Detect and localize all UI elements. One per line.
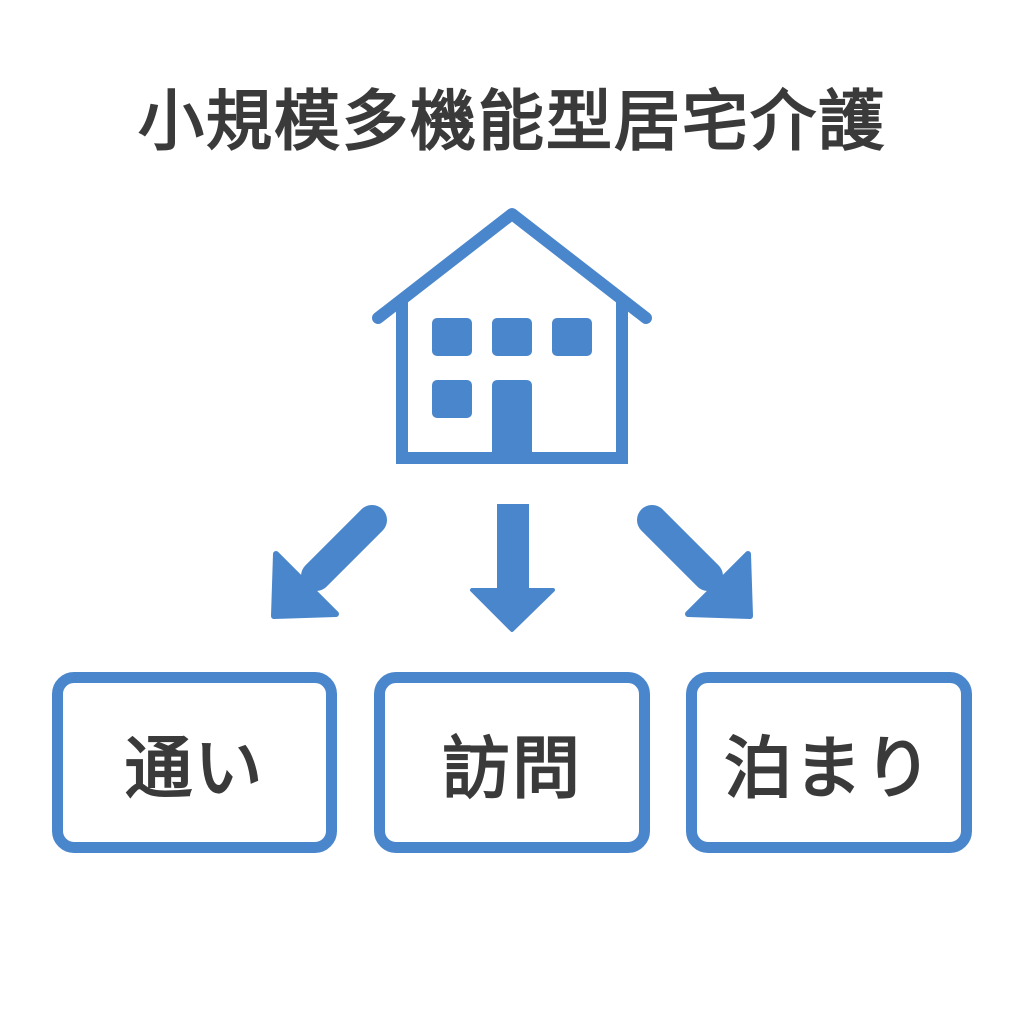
service-box-kayoi: 通い: [52, 672, 337, 853]
house-icon: [372, 208, 652, 464]
service-label-houmon: 訪問: [441, 730, 582, 809]
house-window-3: [552, 318, 592, 356]
service-label-tomari: 泊まり: [723, 730, 934, 809]
arrow-down-right-icon: [637, 505, 753, 619]
arrow-down-left-icon: [271, 505, 387, 619]
arrow-down-icon: [470, 504, 555, 632]
page-title: 小規模多機能型居宅介護: [138, 83, 886, 160]
house-window-2: [492, 318, 532, 356]
service-box-tomari: 泊まり: [686, 672, 972, 853]
service-box-houmon: 訪問: [374, 672, 650, 853]
service-label-kayoi: 通い: [124, 730, 265, 809]
house-window-1: [432, 318, 472, 356]
house-window-4: [432, 380, 472, 418]
house-door: [492, 380, 532, 458]
